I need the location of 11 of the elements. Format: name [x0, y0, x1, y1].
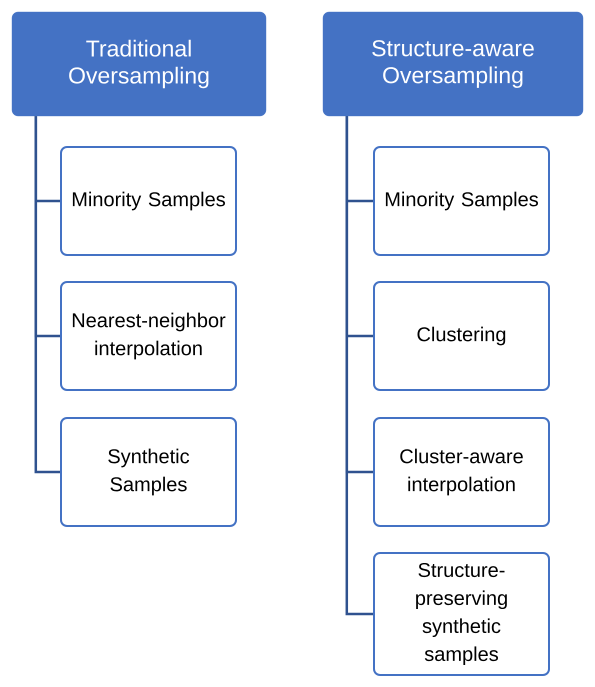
process-box: Cluster-aware interpolation: [373, 417, 550, 527]
header-box: Structure-aware Oversampling: [322, 12, 584, 116]
process-box: Synthetic Samples: [60, 417, 237, 527]
connector-line: [34, 116, 60, 474]
header-box: Traditional Oversampling: [12, 12, 266, 116]
process-box: Clustering: [373, 281, 550, 391]
process-box: Structure-preserving synthetic samples: [373, 552, 550, 676]
connector-line: [346, 116, 373, 616]
process-box: Minority Samples: [60, 146, 237, 256]
process-box: Minority Samples: [373, 146, 550, 256]
process-box: Nearest-neighbor interpolation: [60, 281, 237, 391]
